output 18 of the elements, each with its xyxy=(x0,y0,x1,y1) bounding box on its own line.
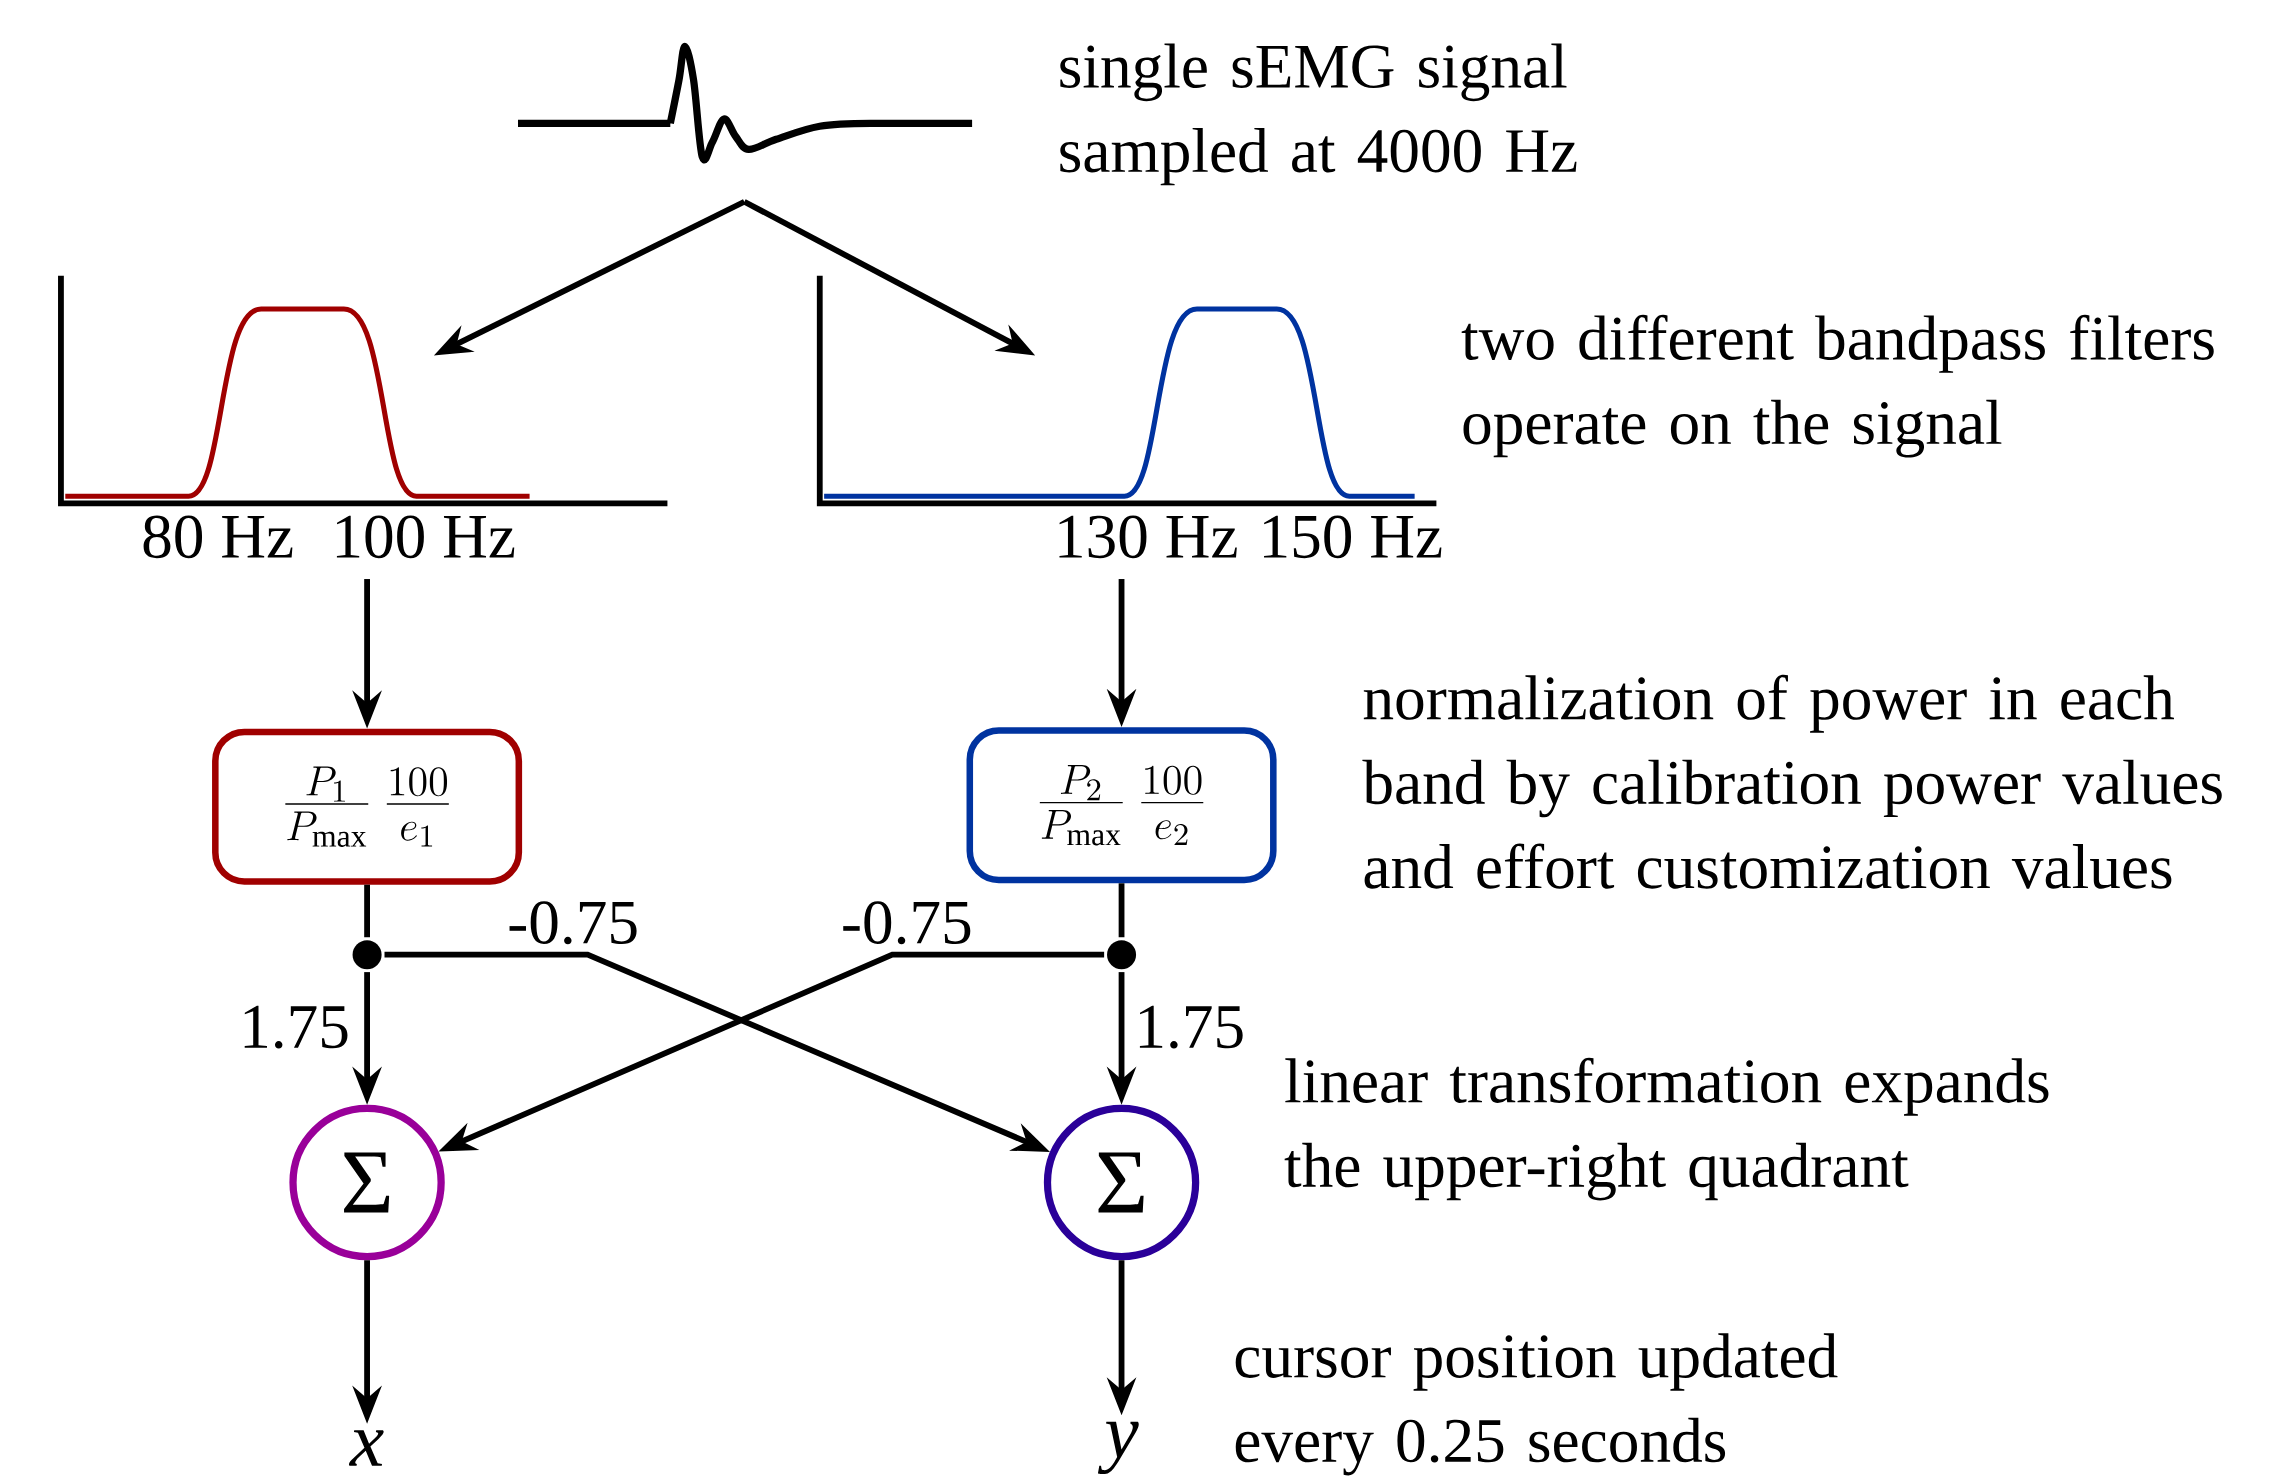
edge-label: 1.75 xyxy=(1130,1002,1249,1052)
tick-label: 130 Hz xyxy=(1059,515,1237,559)
output-variable: x xyxy=(348,1430,384,1466)
annotation-text: cursor position updated every 0.25 seconds xyxy=(1235,1333,1838,1476)
formula-box: $\frac{P_2}{P_{\max}}\,\frac{100}{e_2}$ xyxy=(966,727,1277,884)
edge-label: -0.75 xyxy=(837,897,977,948)
edge-label: -0.75 xyxy=(503,897,643,948)
annotation-text: single sEMG signal sampled at 4000 Hz xyxy=(1060,43,1577,186)
annotation-text: normalization of power in each band by calibration power values and effort customization values xyxy=(1362,674,2222,889)
tick-label: 100 Hz xyxy=(336,515,515,559)
junction-dot xyxy=(352,940,382,970)
edge-label: 1.75 xyxy=(235,1002,354,1052)
tick-label: 150 Hz xyxy=(1264,515,1442,559)
tick-label: 80 Hz xyxy=(143,515,293,559)
formula-box: $\frac{P_1}{P_{\max}}\,\frac{100}{e_1}$ xyxy=(212,728,523,885)
annotation-text: linear transformation expands the upper-right quadrant xyxy=(1284,1057,2049,1201)
junction-dot xyxy=(1107,940,1137,970)
output-variable: y xyxy=(1097,1421,1139,1474)
